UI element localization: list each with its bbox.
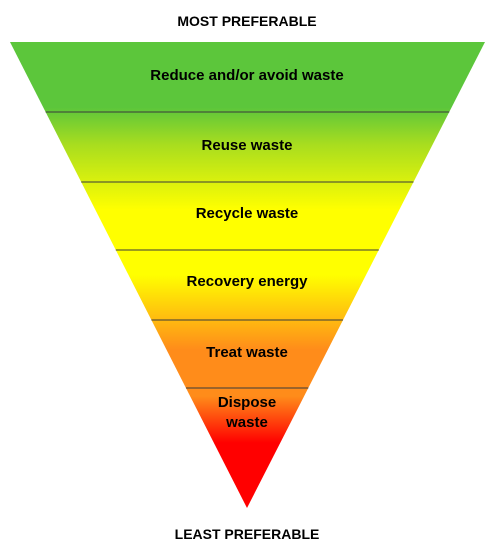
least-preferable-label: LEAST PREFERABLE [175, 526, 320, 542]
tier-label: waste [225, 414, 268, 431]
tier-label: Recycle waste [196, 205, 299, 222]
tier-label: Dispose [218, 394, 276, 411]
tier-dividers [45, 111, 450, 389]
tier-label: Reduce and/or avoid waste [150, 67, 343, 84]
tier-label: Reuse waste [202, 137, 293, 154]
tier-label: Recovery energy [187, 273, 309, 290]
most-preferable-label: MOST PREFERABLE [177, 13, 316, 29]
tier-label: Treat waste [206, 344, 288, 361]
inverted-pyramid [10, 42, 485, 508]
